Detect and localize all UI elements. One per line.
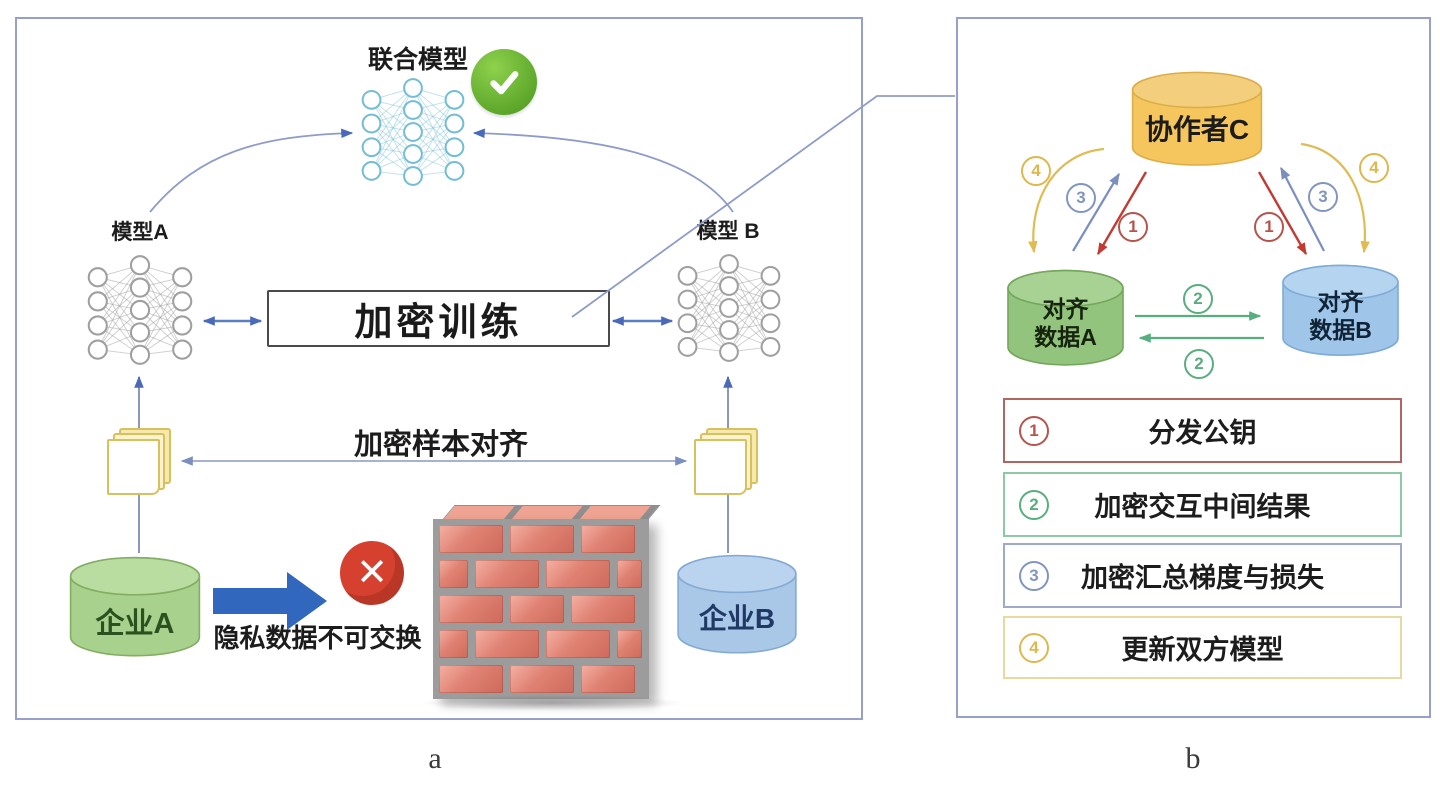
documents-a-icon bbox=[107, 428, 173, 495]
step-1-badge-right: 1 bbox=[1254, 212, 1284, 242]
joint-model-label: 联合模型 bbox=[367, 46, 468, 74]
collaborator-c-label: 协作者C bbox=[1144, 114, 1250, 145]
enterprise-a-database: 企业A bbox=[65, 555, 205, 661]
legend-row-3: 3 加密汇总梯度与损失 bbox=[1003, 543, 1402, 608]
firewall-brick-wall-icon bbox=[417, 505, 687, 711]
legend-row-2: 2 加密交互中间结果 bbox=[1003, 472, 1402, 537]
step-1-badge-left: 1 bbox=[1118, 212, 1148, 242]
collaborator-c-database: 协作者C bbox=[1127, 70, 1267, 170]
success-check-icon bbox=[471, 49, 537, 115]
legend-1-badge: 1 bbox=[1019, 415, 1049, 446]
figure-label-b: b bbox=[1185, 742, 1201, 775]
exchange-attempt-arrow-icon bbox=[213, 572, 327, 630]
model-a-label: 模型A bbox=[111, 221, 169, 244]
model-a-network-icon bbox=[87, 255, 193, 365]
enterprise-b-label: 企业B bbox=[698, 603, 776, 634]
model-b-network-icon bbox=[677, 254, 781, 362]
legend-4-label: 更新双方模型 bbox=[1121, 635, 1284, 665]
enterprise-a-label: 企业A bbox=[95, 608, 175, 640]
aligned-data-a-label: 对齐数据A bbox=[1034, 296, 1097, 350]
model-b-label: 模型 B bbox=[696, 220, 760, 243]
right-panel-frame bbox=[956, 17, 1431, 718]
left-panel-frame bbox=[15, 17, 863, 720]
joint-model-network-icon bbox=[361, 78, 465, 186]
step-2-badge-top: 2 bbox=[1183, 284, 1213, 314]
figure-label-a: a bbox=[428, 742, 442, 775]
aligned-data-b-database: 对齐数据B bbox=[1278, 263, 1403, 360]
sample-alignment-label: 加密样本对齐 bbox=[353, 429, 528, 461]
legend-3-badge: 3 bbox=[1019, 560, 1049, 591]
legend-row-1: 1 分发公钥 bbox=[1003, 398, 1402, 463]
encrypted-training-box: 加密训练 bbox=[267, 290, 610, 347]
legend-row-4: 4 更新双方模型 bbox=[1003, 616, 1402, 679]
aligned-data-a-database: 对齐数据A bbox=[1003, 268, 1128, 370]
documents-b-icon bbox=[694, 428, 760, 495]
enterprise-b-database: 企业B bbox=[673, 553, 801, 658]
legend-3-label: 加密汇总梯度与损失 bbox=[1081, 563, 1324, 593]
legend-1-label: 分发公钥 bbox=[1148, 418, 1257, 448]
privacy-note-label: 隐私数据不可交换 bbox=[213, 623, 422, 653]
legend-2-label: 加密交互中间结果 bbox=[1094, 492, 1311, 522]
legend-4-badge: 4 bbox=[1019, 632, 1049, 663]
step-3-badge-left: 3 bbox=[1066, 183, 1096, 213]
step-4-badge-right: 4 bbox=[1359, 153, 1389, 183]
step-4-badge-left: 4 bbox=[1021, 156, 1051, 186]
step-2-badge-bottom: 2 bbox=[1184, 349, 1214, 379]
forbidden-cross-icon: ✕ bbox=[340, 541, 404, 605]
legend-2-badge: 2 bbox=[1019, 489, 1049, 520]
step-3-badge-right: 3 bbox=[1308, 182, 1338, 212]
aligned-data-b-label: 对齐数据B bbox=[1309, 289, 1372, 343]
